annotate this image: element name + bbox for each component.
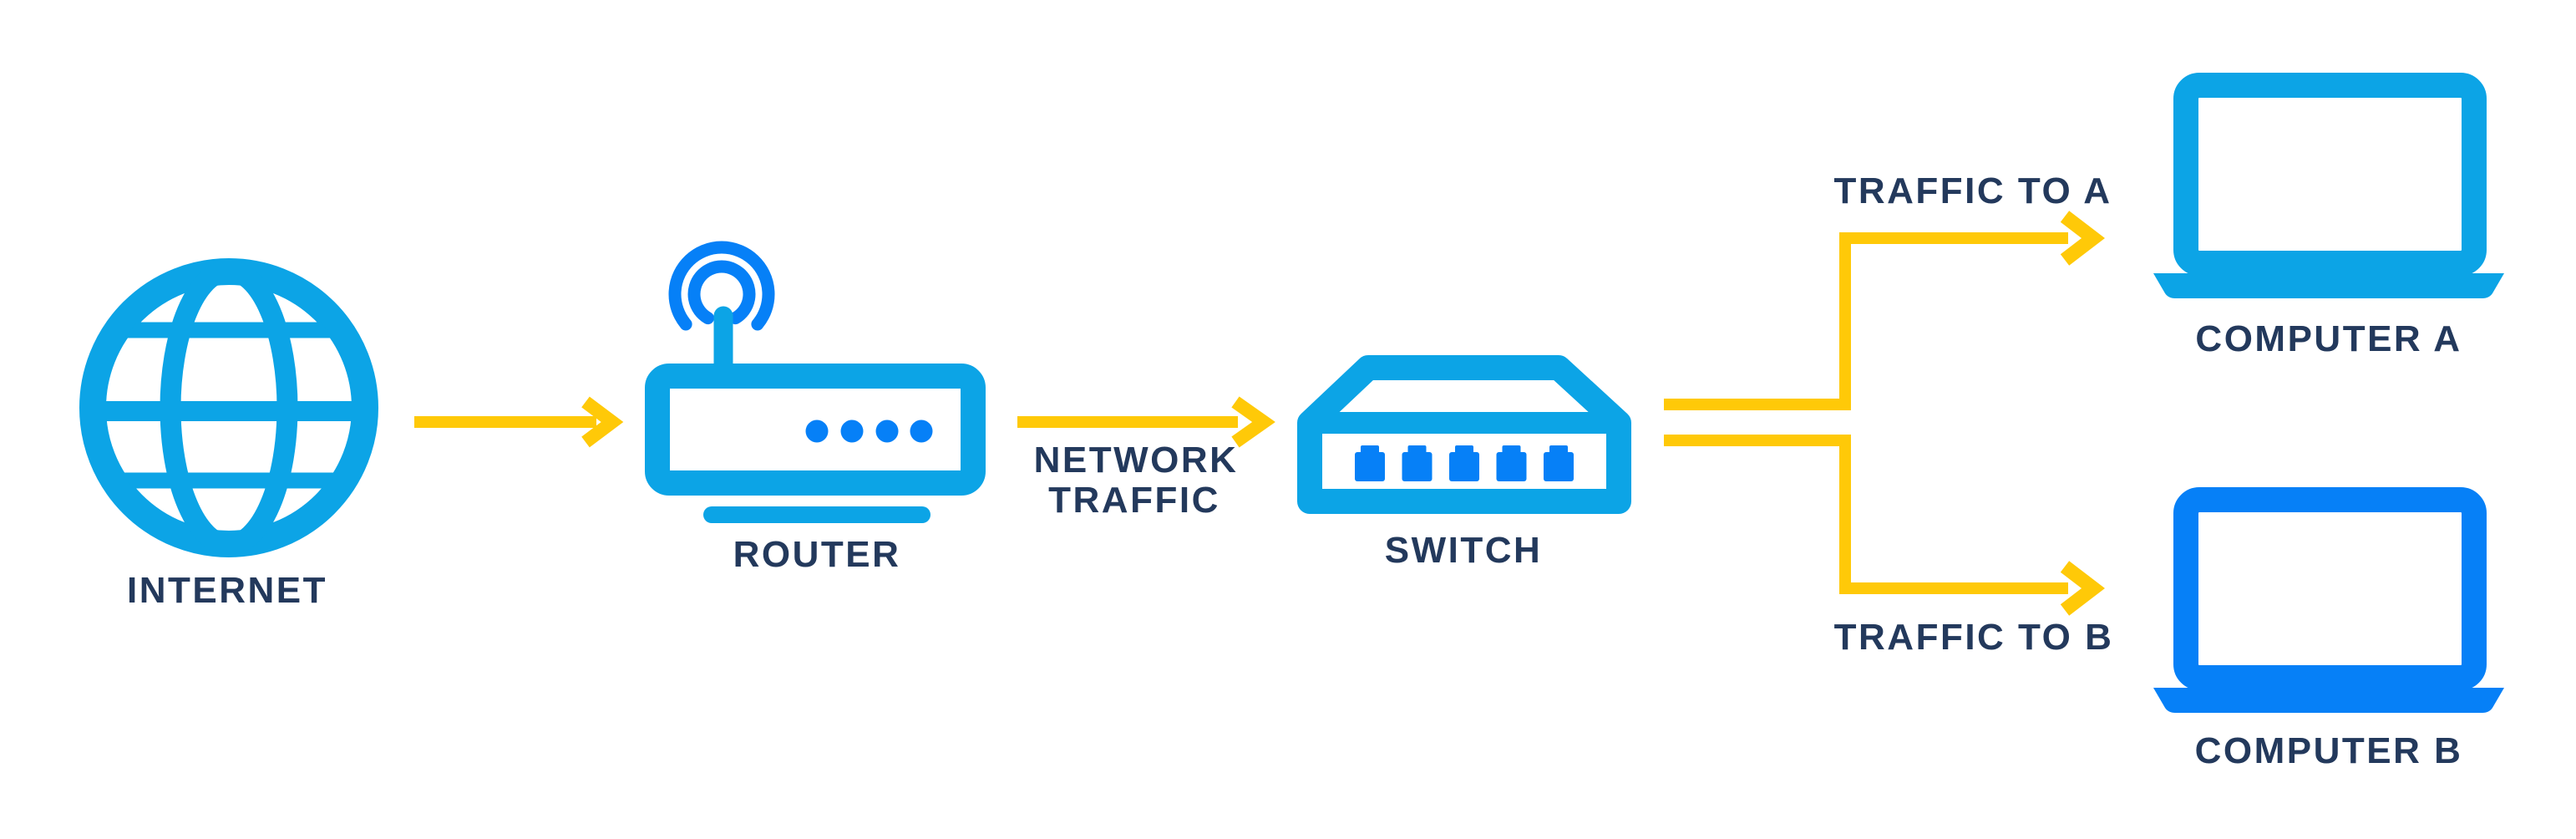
switch-port [1544, 445, 1574, 481]
globe-latitude-lines [104, 322, 354, 489]
arrowhead-icon [1231, 396, 1275, 448]
computer-b-label: COMPUTER B [2195, 730, 2463, 771]
arrow-router-to-switch [1017, 396, 1275, 448]
internet-label: INTERNET [127, 570, 327, 611]
network-traffic-label-line1: NETWORK [1034, 440, 1239, 481]
arrowhead-icon [2060, 211, 2105, 266]
arrow-internet-to-router [414, 396, 624, 448]
switch-port [1496, 445, 1527, 481]
computer-a-label: COMPUTER A [2195, 318, 2462, 359]
switch-port [1449, 445, 1479, 481]
switch-icon [1297, 355, 1631, 514]
arrow-switch-to-computer-a [1664, 211, 2105, 410]
network-traffic-label-line2: TRAFFIC [1048, 480, 1220, 521]
laptop-b-icon [2153, 487, 2504, 713]
router-antenna-outer-wave [668, 241, 775, 331]
laptop-base [2153, 273, 2504, 298]
arrow-switch-to-computer-b [1664, 435, 2105, 616]
globe-icon [79, 258, 378, 557]
router-antenna-inner-wave [687, 260, 756, 325]
router-label: ROUTER [733, 534, 901, 575]
arrowhead-icon [581, 396, 624, 448]
switch-label: SWITCH [1385, 530, 1543, 571]
laptop-base [2153, 688, 2504, 713]
traffic-to-b-label: TRAFFIC TO B [1834, 617, 2114, 658]
laptop-screen [2173, 73, 2487, 276]
switch-port [1402, 445, 1433, 481]
laptop-a-icon [2153, 73, 2504, 298]
router-icon [645, 241, 986, 523]
arrowhead-icon [2060, 561, 2105, 616]
router-led-dots [805, 420, 933, 443]
laptop-screen [2173, 487, 2487, 690]
traffic-to-a-label: TRAFFIC TO A [1833, 170, 2112, 211]
switch-ports [1355, 445, 1574, 481]
switch-port [1355, 445, 1385, 481]
